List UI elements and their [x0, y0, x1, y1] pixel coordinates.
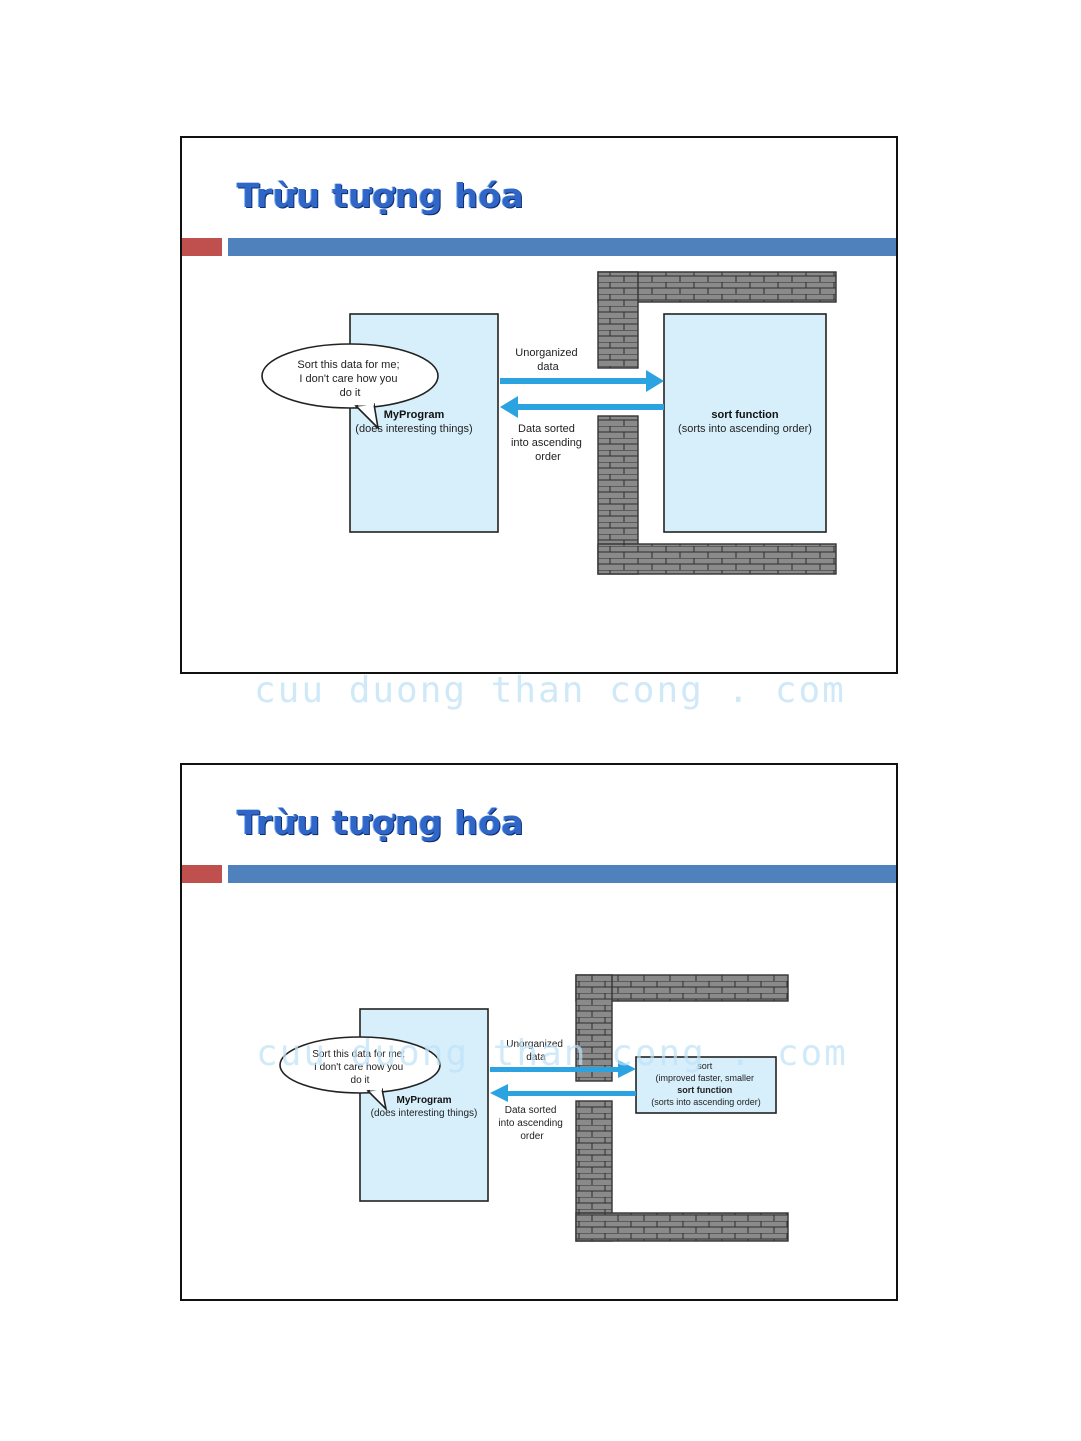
sort-function-name: sort function	[711, 409, 778, 421]
slide-title: Trừu tượng hóa	[237, 803, 524, 842]
abstraction-diagram-improved: Sort this data for me; I don't care how …	[279, 974, 789, 1242]
arrow-back-to-program	[490, 1084, 636, 1102]
arrow-to-sort	[490, 1060, 636, 1078]
slide-title: Trừu tượng hóa	[237, 176, 524, 215]
sorted-data-label: Data sorted into ascending order	[498, 1105, 565, 1142]
title-accent-red-bar	[182, 238, 222, 256]
watermark-text: cuu duong than cong . com	[254, 670, 846, 711]
arrow-to-sort	[500, 370, 664, 392]
unorganized-data-label: Unorganized data	[515, 347, 580, 373]
program-desc: (does interesting things)	[371, 1108, 478, 1119]
slide-2: Trừu tượng hóa	[180, 763, 898, 1301]
title-accent-blue-bar	[228, 865, 896, 883]
sort-function-box	[635, 1056, 777, 1114]
watermark-text: cuu duong than cong . com	[256, 1033, 848, 1074]
program-name: MyProgram	[396, 1095, 451, 1106]
speech-bubble	[261, 343, 439, 431]
brick-wall	[597, 271, 837, 575]
brick-wall	[575, 974, 789, 1242]
program-desc: (does interesting things)	[355, 423, 472, 435]
slide-1: Trừu tượng hóa	[180, 136, 898, 674]
sort-function-desc: (sorts into ascending order)	[678, 423, 812, 435]
sort-function-text: sort (improved faster, smaller sort func…	[651, 1061, 761, 1107]
unorganized-data-label: Unorganized data	[506, 1039, 566, 1063]
title-accent-blue-bar	[228, 238, 896, 256]
bubble-text: Sort this data for me; I don't care how …	[297, 359, 402, 399]
sort-function-box	[663, 313, 827, 533]
sorted-data-label: Data sorted into ascending order	[511, 423, 585, 463]
program-name: MyProgram	[384, 409, 445, 421]
arrow-back-to-program	[500, 396, 664, 418]
speech-bubble	[279, 1036, 441, 1112]
title-accent-red-bar	[182, 865, 222, 883]
abstraction-diagram: Sort this data for me; I don't care how …	[261, 271, 837, 575]
bubble-text: Sort this data for me; I don't care how …	[312, 1049, 408, 1086]
